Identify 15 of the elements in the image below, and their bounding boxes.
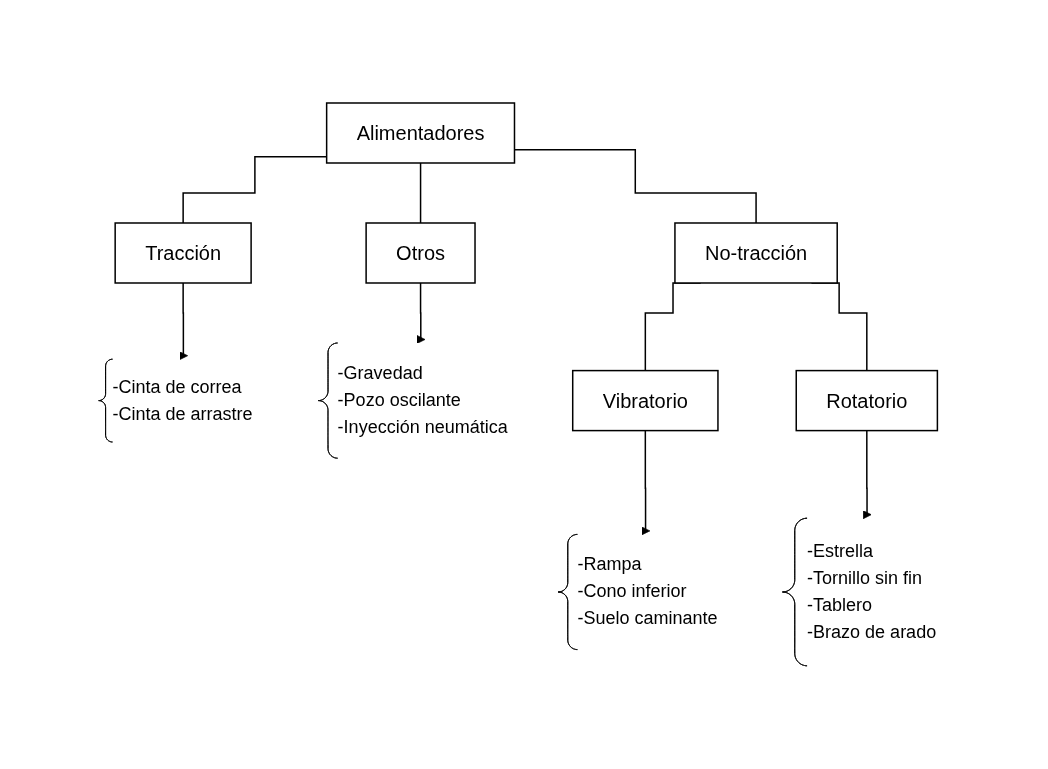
node-text: -Estrella -Tornillo sin fin -Tablero -Brazo de arado [807,541,937,643]
node-box: Alimentadores [325,102,516,164]
node-box: Rotatorio [795,369,939,432]
arrow [179,282,188,361]
node-box: Vibratorio [571,369,719,432]
arrow [641,429,651,536]
node-box: No-tracción [674,222,838,284]
arrow [862,429,872,520]
node-text: -Cinta de correa -Cinta de arrastre [112,376,253,424]
node-text: -Gravedad -Pozo oscilante -Inyección neumática [337,363,508,438]
node-box: Tracción [114,222,252,284]
node-text: -Rampa -Cono inferior -Suelo caminante [577,554,718,629]
node-box: Otros [365,222,476,284]
arrow [416,282,426,344]
connector [419,162,422,224]
